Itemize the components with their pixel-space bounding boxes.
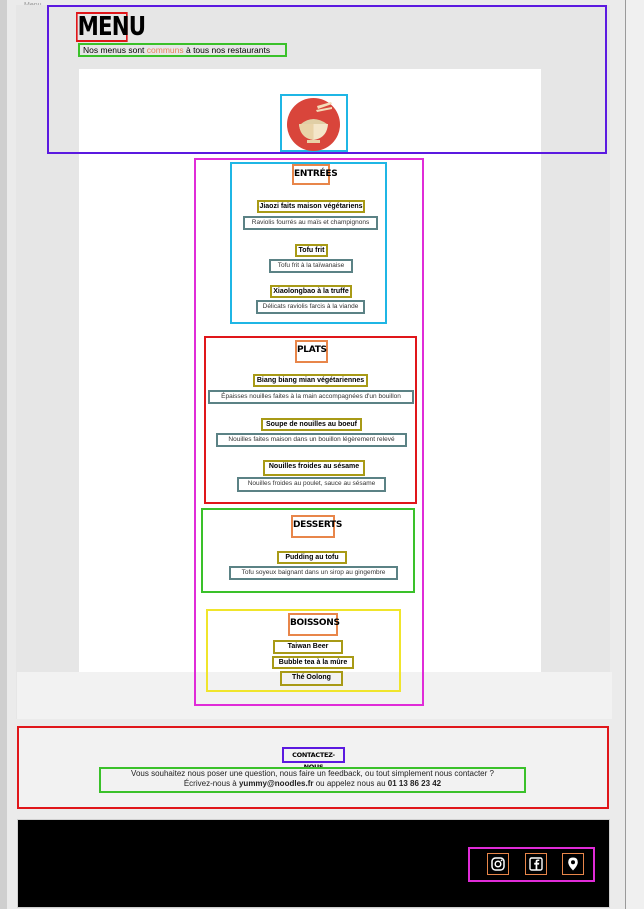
contact-line-2-middle: ou appelez nous au (313, 779, 388, 788)
section-title-boissons: BOISSONS (288, 613, 340, 636)
contact-title: CONTACTEZ-NOUS (282, 747, 345, 771)
subtitle-accent: communs (146, 45, 184, 55)
page-title: MENU (76, 12, 146, 42)
facebook-glyph (529, 857, 543, 871)
contact-line-2: Écrivez-nous à yummy@noodles.fr ou appel… (101, 779, 524, 789)
menu-item-name: Taiwan Beer (273, 640, 343, 654)
section-title-entrees: ENTRÉES (292, 164, 338, 185)
contact-line-1: Vous souhaitez nous poser une question, … (131, 769, 494, 778)
section-plats (204, 336, 417, 504)
menu-item-name: Xiaolongbao à la truffe (270, 285, 352, 298)
location-pin-icon[interactable] (562, 853, 584, 875)
menu-item-name: Jiaozi faits maison végétariens (257, 200, 365, 213)
subtitle-text-after: à tous nos restaurants (183, 45, 271, 55)
contact-line-2-before: Écrivez-nous à (183, 779, 239, 788)
menu-item-name: Biang biang mian végétariennes (253, 374, 368, 387)
menu-item-desc: Délicats raviolis farcis à la viande (256, 300, 365, 314)
section-boissons (206, 609, 401, 692)
menu-item-desc: Tofu frit à la taïwanaise (269, 259, 353, 273)
menu-item-name: Tofu frit (295, 244, 328, 257)
contact-email-link[interactable]: yummy@noodles.fr (238, 779, 314, 788)
social-links (468, 847, 595, 882)
menu-item-name: Pudding au tofu (277, 551, 347, 564)
section-title-plats: PLATS (295, 340, 328, 363)
section-entrees (230, 162, 387, 324)
menu-item-name: Soupe de nouilles au boeuf (261, 418, 362, 431)
menu-item-desc: Nouilles faites maison dans un bouillon … (216, 433, 407, 447)
header-section (47, 5, 607, 154)
contact-phone[interactable]: 01 13 86 23 42 (387, 779, 442, 788)
contact-text: Vous souhaitez nous poser une question, … (99, 767, 526, 793)
noodle-bowl-icon (287, 98, 340, 151)
menu-item-name: Bubble tea à la mûre (272, 656, 354, 669)
menu-item-desc: Nouilles froides au poulet, sauce au sés… (237, 477, 386, 492)
subtitle-text-before: Nos menus sont (83, 45, 147, 55)
logo-frame (280, 94, 348, 152)
facebook-icon[interactable] (525, 853, 547, 875)
noodle-bowl-graphic (299, 102, 332, 143)
instagram-icon[interactable] (487, 853, 509, 875)
section-title-desserts: DESSERTS (291, 515, 342, 538)
section-desserts (201, 508, 415, 593)
instagram-glyph (491, 857, 505, 871)
menu-item-desc: Épaisses nouilles faites à la main accom… (208, 390, 414, 404)
scrollbar[interactable] (625, 0, 644, 909)
location-pin-glyph (568, 857, 578, 871)
menu-item-desc: Raviolis fourrés au maïs et champignons (243, 216, 378, 230)
menu-panel-bottom (17, 672, 612, 719)
left-frame-edge (0, 0, 7, 909)
menu-container (194, 158, 424, 706)
menu-item-name: Nouilles froides au sésame (263, 460, 365, 476)
menu-item-desc: Tofu soyeux baignant dans un sirop au gi… (229, 566, 398, 580)
menu-item-name: Thé Oolong (280, 671, 343, 686)
menu-subtitle: Nos menus sont communs à tous nos restau… (78, 43, 287, 57)
footer (17, 819, 610, 908)
